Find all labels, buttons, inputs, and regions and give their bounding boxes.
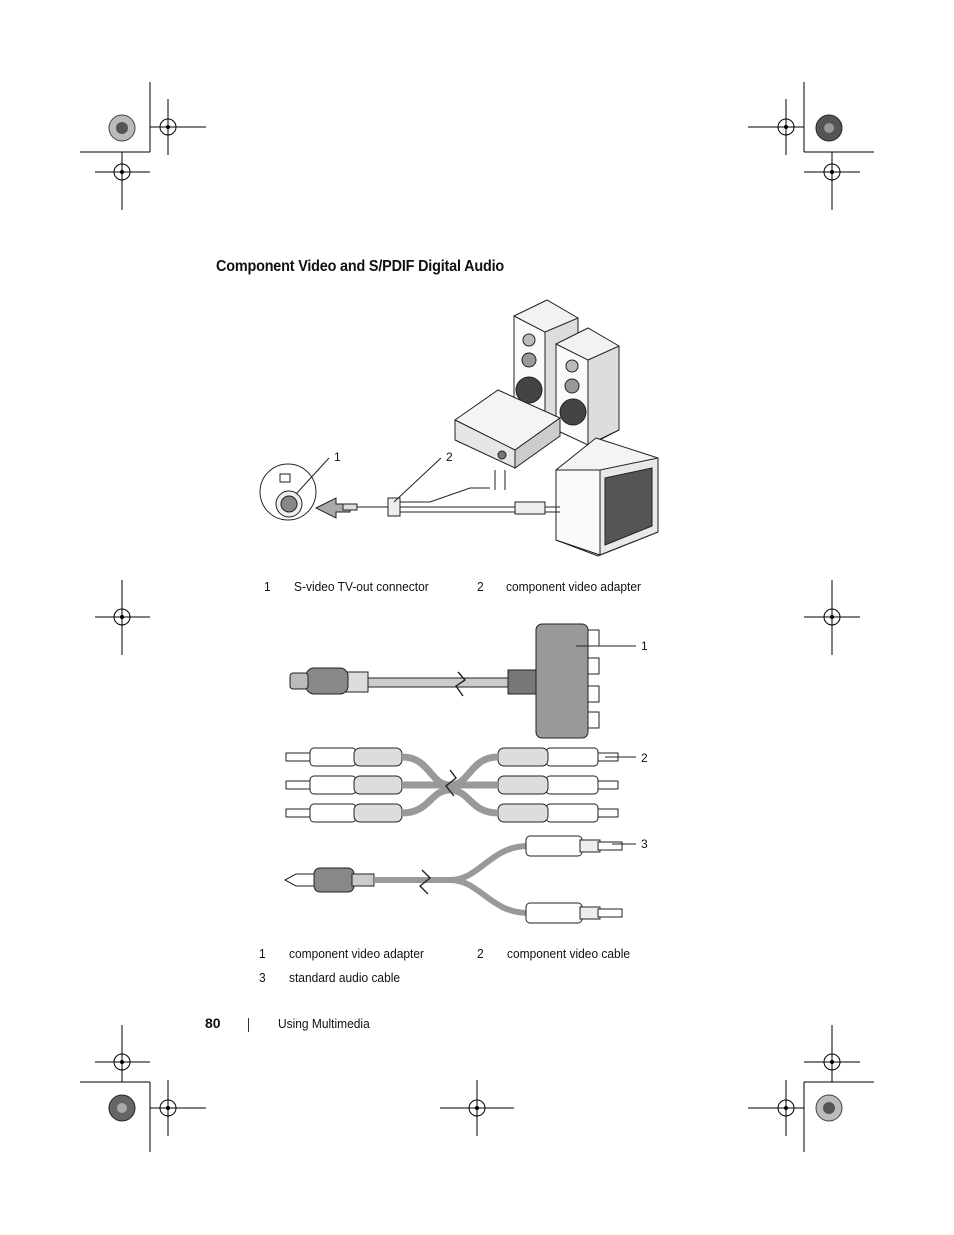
page-number: 80 [205, 1015, 221, 1031]
figure2-legend-num-1: 1 [259, 946, 266, 961]
figure2-legend-label-3: standard audio cable [289, 970, 401, 985]
figure1-callout-1: 1 [334, 450, 341, 464]
footer-section-title: Using Multimedia [278, 1016, 370, 1031]
receiver-illustration [454, 389, 561, 469]
component-video-adapter-illustration [289, 623, 636, 739]
component-video-cable-illustration [285, 747, 636, 823]
figure2-legend-num-3: 3 [259, 970, 266, 985]
figure1-legend-label-1: S-video TV-out connector [294, 579, 429, 594]
section-heading: Component Video and S/PDIF Digital Audio [216, 258, 505, 275]
figure2-callout-2: 2 [641, 751, 648, 765]
figure1-legend-num-1: 1 [264, 579, 271, 594]
figure1-callout-2: 2 [446, 450, 453, 464]
figure2-callout-1: 1 [641, 639, 648, 653]
figure2-callout-3: 3 [641, 837, 648, 851]
svideo-tv-out-connector-illustration [259, 463, 317, 521]
speaker-right-illustration [555, 327, 620, 446]
tv-illustration [555, 437, 659, 557]
standard-audio-cable-illustration [283, 835, 636, 924]
footer-divider [248, 1018, 249, 1032]
figure2-legend-label-2: component video cable [507, 946, 631, 961]
figure1-legend-num-2: 2 [477, 579, 484, 594]
figure1-legend-label-2: component video adapter [506, 579, 641, 594]
figure2-legend-label-1: component video adapter [289, 946, 424, 961]
figure2-legend-num-2: 2 [477, 946, 484, 961]
